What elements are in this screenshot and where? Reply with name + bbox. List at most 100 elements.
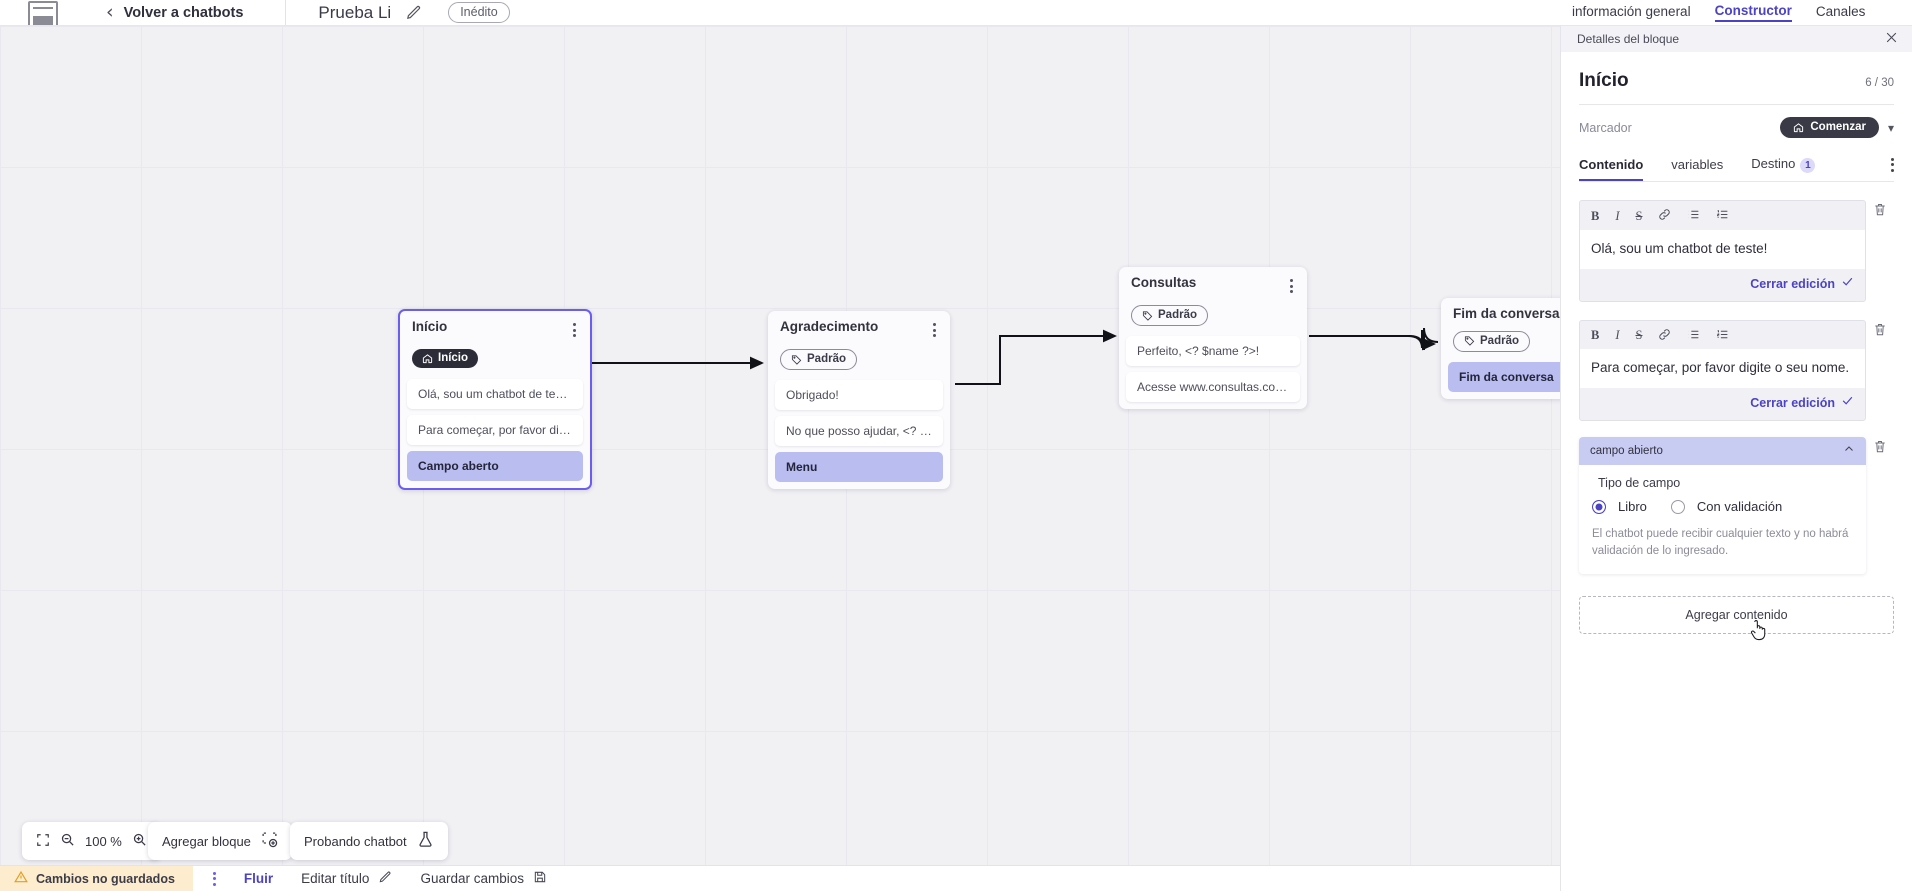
- edit-title-pencil-icon[interactable]: [405, 4, 422, 21]
- editor-toolbar: B I S: [1580, 321, 1865, 350]
- delete-content-icon[interactable]: [1866, 320, 1894, 337]
- add-block-icon: [261, 831, 278, 851]
- close-edit-label[interactable]: Cerrar edición: [1750, 396, 1835, 411]
- panel-title: Início: [1579, 70, 1629, 91]
- status-badge-unpublished: Inédito: [448, 2, 510, 23]
- close-icon[interactable]: [1885, 31, 1898, 47]
- radio-libro[interactable]: [1592, 499, 1606, 514]
- pencil-icon: [378, 870, 392, 887]
- strikethrough-icon[interactable]: S: [1635, 208, 1643, 223]
- block-row[interactable]: Menu: [775, 452, 943, 482]
- block-row[interactable]: Campo aberto: [407, 450, 583, 481]
- zoom-in-icon[interactable]: [132, 832, 147, 850]
- numbered-list-icon[interactable]: [1716, 328, 1729, 344]
- editor-toolbar: B I S: [1580, 201, 1865, 230]
- block-menu-icon[interactable]: [1288, 276, 1295, 296]
- numbered-list-icon[interactable]: [1716, 208, 1729, 224]
- radio-libro-label: Libro: [1618, 499, 1647, 515]
- chevron-down-icon[interactable]: ▾: [1887, 120, 1894, 135]
- chevron-up-icon[interactable]: [1843, 443, 1855, 458]
- block-title: Fim da conversa: [1453, 306, 1560, 321]
- block-rows: Fim da conversa: [1441, 361, 1560, 392]
- marker-start-pill[interactable]: Comenzar: [1780, 117, 1879, 138]
- zoom-out-icon[interactable]: [60, 832, 75, 850]
- editor-text[interactable]: Para começar, por favor digite o seu nom…: [1580, 349, 1865, 389]
- edit-title-button[interactable]: Editar título: [301, 870, 392, 887]
- delete-field-icon[interactable]: [1866, 437, 1894, 454]
- flow-block-agradecimento[interactable]: Agradecimento Padrão Obrigado! No que po…: [768, 311, 950, 489]
- delete-content-icon[interactable]: [1866, 200, 1894, 217]
- block-row[interactable]: Acesse www.consultas.com par...: [1126, 372, 1300, 402]
- save-changes-label: Guardar cambios: [420, 871, 524, 886]
- bullet-list-icon[interactable]: [1687, 208, 1700, 224]
- block-menu-icon[interactable]: [931, 320, 938, 340]
- block-title: Agradecimento: [780, 319, 879, 334]
- save-changes-button[interactable]: Guardar cambios: [420, 870, 547, 887]
- strikethrough-icon[interactable]: S: [1635, 328, 1643, 343]
- block-tag-label: Padrão: [1158, 309, 1197, 321]
- back-to-chatbots-link[interactable]: Volver a chatbots: [123, 4, 244, 21]
- field-type-label: Tipo de campo: [1598, 476, 1681, 491]
- italic-icon[interactable]: I: [1615, 328, 1620, 343]
- status-bar-menu-icon[interactable]: [212, 871, 216, 886]
- radio-con-validacion[interactable]: [1670, 499, 1685, 514]
- block-menu-icon[interactable]: [571, 320, 578, 340]
- test-chatbot-button[interactable]: Probando chatbot: [290, 822, 448, 860]
- block-details-panel: Detalles del bloque Início 6 / 30 Marcad…: [1560, 26, 1912, 891]
- block-row[interactable]: Olá, sou um chatbot de teste!: [407, 378, 583, 409]
- flow-canvas[interactable]: Início Início Olá, sou um chatbot de tes…: [0, 26, 1560, 865]
- flow-block-fim-da-conversa[interactable]: Fim da conversa Padrão Fim da conversa: [1441, 298, 1560, 399]
- panel-more-menu-icon[interactable]: [1891, 157, 1894, 172]
- panel-marker-row: Marcador Comenzar ▾: [1579, 117, 1894, 138]
- block-row[interactable]: Fim da conversa: [1448, 361, 1560, 392]
- panel-top-tabs: información general Constructor Canales: [1560, 0, 1912, 26]
- block-tag-default: Padrão: [1131, 305, 1208, 326]
- block-row[interactable]: Para começar, por favor digite o ...: [407, 414, 583, 445]
- unsaved-changes-label: Cambios no guardados: [36, 871, 175, 886]
- back-chevron-icon[interactable]: ‹: [106, 1, 114, 23]
- editor-card: B I S Para começar, por favor di: [1579, 319, 1866, 422]
- save-disk-icon: [533, 870, 547, 887]
- marker-label: Marcador: [1579, 120, 1632, 135]
- fit-screen-icon[interactable]: [36, 833, 50, 850]
- add-block-button[interactable]: Agregar bloque: [148, 822, 292, 860]
- add-content-label: Agregar contenido: [1685, 607, 1788, 622]
- destino-count-badge: 1: [1800, 158, 1816, 173]
- chatbot-title: Prueba Li: [318, 2, 392, 22]
- bold-icon[interactable]: B: [1591, 328, 1600, 343]
- tab-contenido[interactable]: Contenido: [1579, 157, 1644, 181]
- tab-canales[interactable]: Canales: [1815, 4, 1866, 19]
- block-tag-label: Padrão: [1480, 334, 1519, 347]
- italic-icon[interactable]: I: [1615, 208, 1620, 223]
- tab-variables[interactable]: variables: [1671, 157, 1724, 172]
- open-field-card: campo abierto Tipo de campo Libro Con va…: [1579, 437, 1866, 574]
- link-icon[interactable]: [1658, 328, 1671, 344]
- app-logo-icon[interactable]: [28, 0, 58, 25]
- block-row[interactable]: Obrigado!: [775, 380, 943, 410]
- flow-block-consultas[interactable]: Consultas Padrão Perfeito, <? $name ?>! …: [1119, 267, 1307, 409]
- bold-icon[interactable]: B: [1591, 208, 1600, 223]
- tab-informacion-general[interactable]: información general: [1572, 4, 1691, 19]
- field-card-header[interactable]: campo abierto: [1579, 437, 1866, 466]
- block-tag-label: Padrão: [807, 353, 846, 365]
- statusbar-tab-fluir[interactable]: Fluir: [244, 871, 273, 886]
- block-header: Fim da conversa: [1441, 306, 1560, 322]
- block-rows: Obrigado! No que posso ajudar, <? $name …: [768, 380, 950, 482]
- tab-constructor[interactable]: Constructor: [1714, 3, 1792, 22]
- editor-text[interactable]: Olá, sou um chatbot de teste!: [1580, 229, 1865, 269]
- field-type-radio-group: Libro Con validación: [1592, 499, 1853, 514]
- check-icon[interactable]: [1841, 275, 1854, 293]
- link-icon[interactable]: [1658, 208, 1671, 224]
- bullet-list-icon[interactable]: [1687, 328, 1700, 344]
- check-icon[interactable]: [1841, 394, 1854, 412]
- block-header: Agradecimento: [768, 319, 950, 340]
- flow-block-inicio[interactable]: Início Início Olá, sou um chatbot de tes…: [398, 309, 592, 490]
- block-row[interactable]: Perfeito, <? $name ?>!: [1126, 336, 1300, 366]
- block-row[interactable]: No que posso ajudar, <? $name ...: [775, 416, 943, 446]
- close-edit-label[interactable]: Cerrar edición: [1750, 276, 1835, 291]
- zoom-toolbar: 100 %: [22, 822, 161, 860]
- add-content-button[interactable]: Agregar contenido: [1579, 595, 1894, 640]
